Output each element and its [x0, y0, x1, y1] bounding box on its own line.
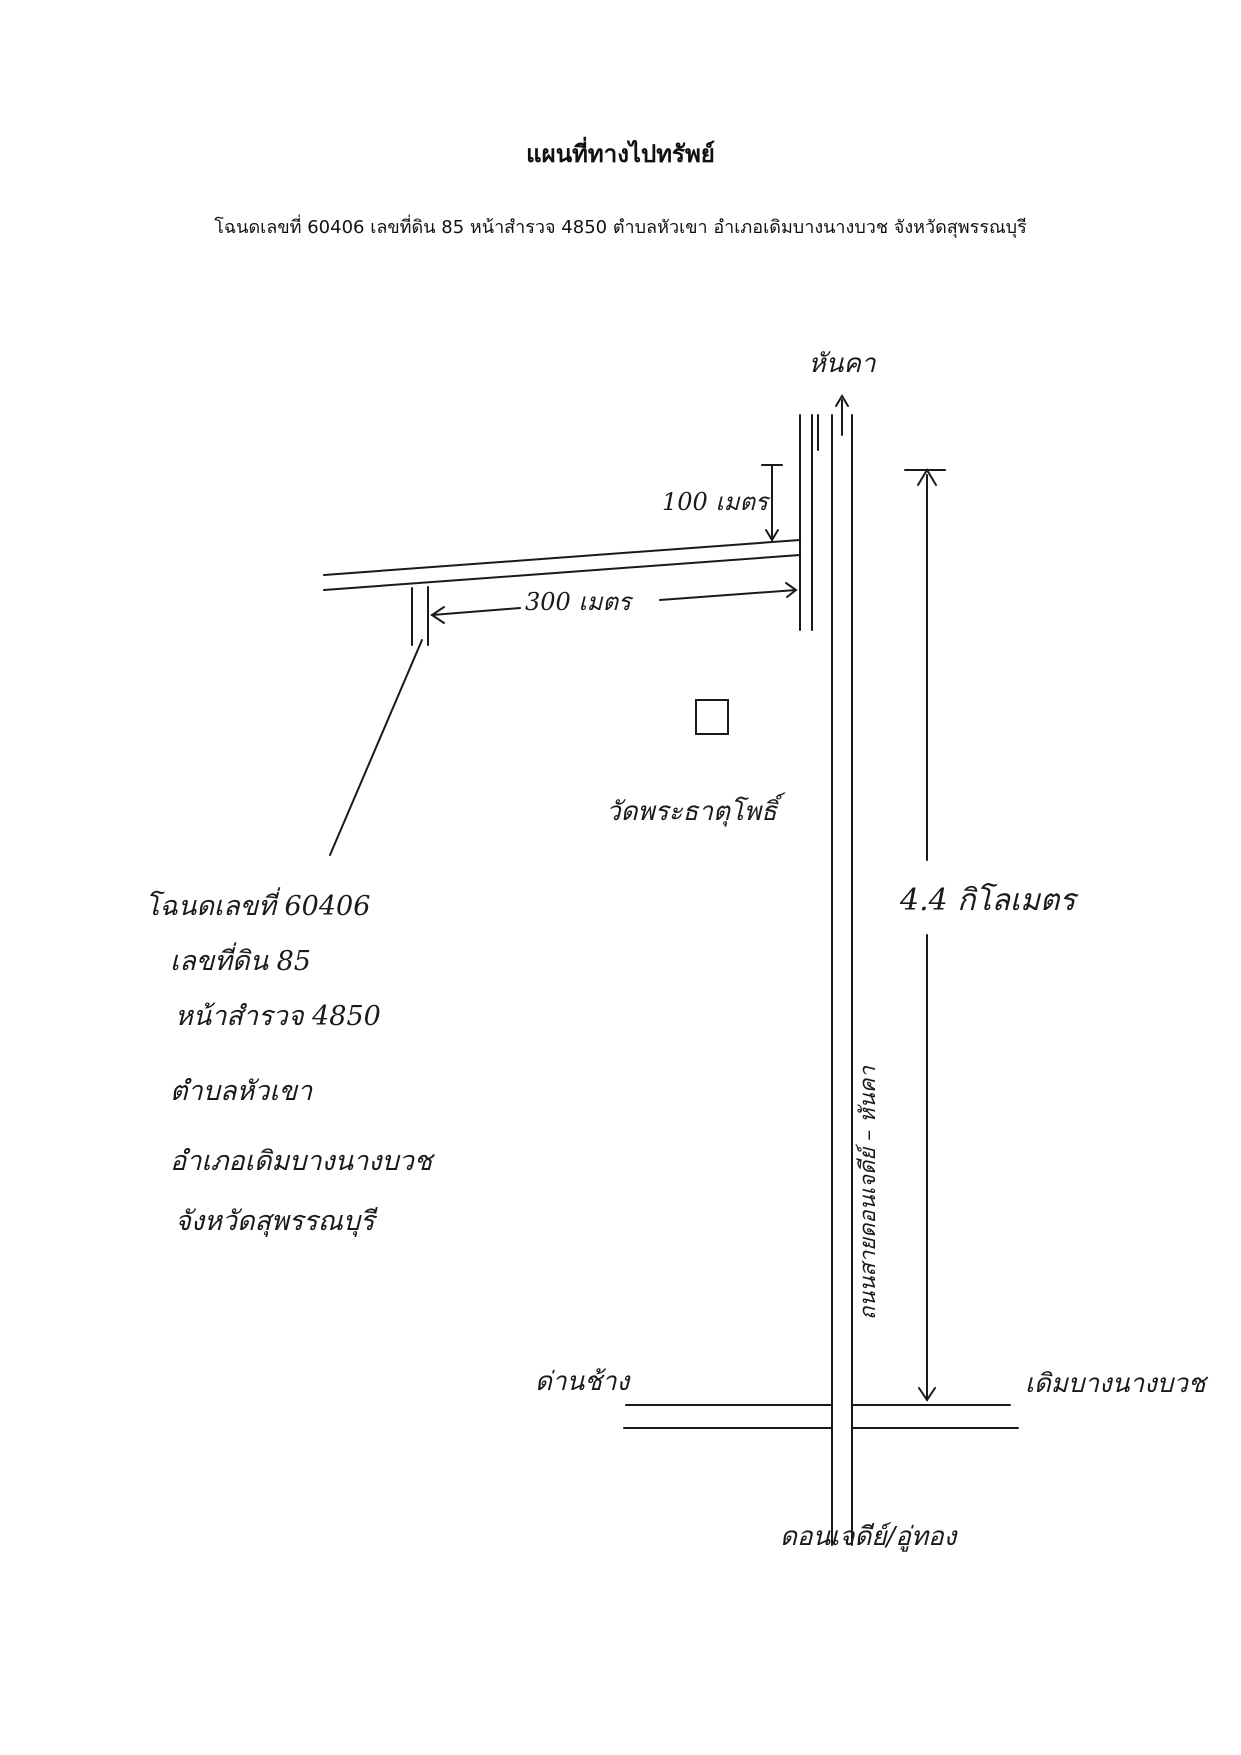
parcel-line-land-number: เลขที่ดิน 85 [170, 942, 311, 977]
branch-road-north-edge [323, 539, 801, 576]
parcel-details: โฉนดเลขที่ 60406 เลขที่ดิน 85 หน้าสำรวจ … [145, 887, 436, 1238]
distance-4km-label: 4.4 กิโลเมตร [899, 882, 1079, 918]
dimension-4km-arrow-top [917, 468, 937, 486]
west-destination-label: ด่านช้าง [535, 1367, 632, 1397]
page-title: แผนที่ทางไปทรัพย์ [526, 140, 715, 168]
parcel-line-province: จังหวัดสุพรรณบุรี [175, 1206, 378, 1238]
distance-300m-label: 300 เมตร [525, 588, 634, 616]
parcel-line-district: อำเภอเดิมบางนางบวช [170, 1146, 436, 1177]
temple-label: วัดพระธาตุโพธิ์ [606, 792, 786, 827]
parcel-leader-line [329, 639, 423, 856]
north-destination-label: หันคา [809, 349, 877, 379]
parcel-line-survey-page: หน้าสำรวจ 4850 [175, 1001, 381, 1032]
parcel-line-subdistrict: ตำบลหัวเขา [170, 1076, 313, 1107]
dimension-300m-line-right [659, 589, 797, 601]
distance-100m-label: 100 เมตร [662, 488, 771, 516]
dimension-100m-arrow [765, 529, 779, 542]
dimension-300m-line-left [431, 607, 521, 616]
parcel-line-deed: โฉนดเลขที่ 60406 [145, 887, 370, 922]
south-destination-label: ดอนเจดีย์/อู่ทอง [780, 1522, 959, 1552]
east-destination-label: เดิมบางนางบวช [1025, 1369, 1209, 1399]
dimension-300m-arrow-left [430, 606, 445, 624]
north-arrow-head [835, 394, 849, 407]
main-road-label: ถนนสายดอนเจดีย์ – หันคา [855, 1066, 881, 1320]
dimension-300m-arrow-right [785, 582, 798, 598]
temple-marker [695, 699, 729, 735]
dimension-4km-arrow-bottom [918, 1387, 936, 1402]
deed-description: โฉนดเลขที่ 60406 เลขที่ดิน 85 หน้าสำรวจ … [214, 217, 1027, 238]
branch-road-south-edge [323, 554, 801, 591]
